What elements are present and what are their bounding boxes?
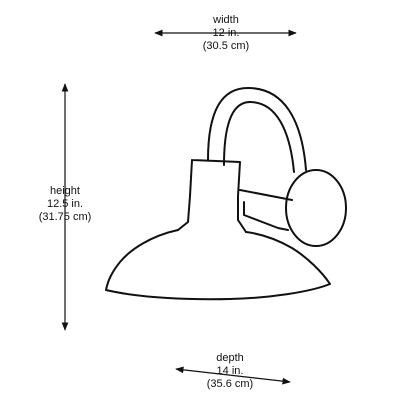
height-label: height 12.5 in. (31.75 cm) xyxy=(20,185,110,224)
height-metric: (31.75 cm) xyxy=(38,211,92,223)
depth-label: depth 14 in. (35.6 cm) xyxy=(180,352,280,391)
width-label: width 12 in. (30.5 cm) xyxy=(176,14,276,53)
width-metric: (30.5 cm) xyxy=(202,40,250,52)
depth-imperial: 14 in. xyxy=(216,365,244,377)
wall-plate xyxy=(285,169,347,247)
width-name: width xyxy=(213,14,239,26)
shade-neck xyxy=(177,159,247,233)
height-imperial: 12.5 in. xyxy=(46,198,84,210)
lamp-shade xyxy=(105,229,331,301)
gooseneck-arm xyxy=(207,87,307,171)
depth-arrow xyxy=(175,366,291,385)
width-imperial: 12 in. xyxy=(212,27,240,39)
height-name: height xyxy=(50,185,80,197)
depth-name: depth xyxy=(216,352,244,364)
barn-light-outline xyxy=(105,87,347,301)
mount-bracket xyxy=(239,189,293,231)
depth-metric: (35.6 cm) xyxy=(206,378,254,390)
